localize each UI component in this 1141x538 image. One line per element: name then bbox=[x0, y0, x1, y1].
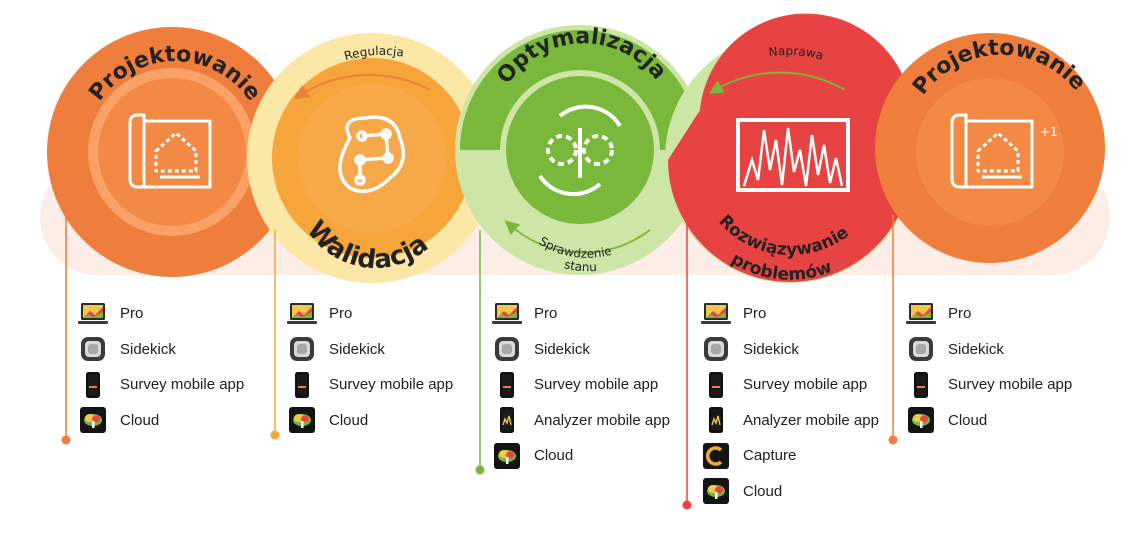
connector-1 bbox=[61, 150, 71, 445]
svg-text:stanu: stanu bbox=[563, 257, 597, 274]
tool-item: Sidekick bbox=[78, 332, 244, 368]
tool-label: Survey mobile app bbox=[743, 376, 868, 394]
spectrum-icon bbox=[736, 118, 850, 192]
floorplan-icon bbox=[950, 113, 1034, 189]
tool-label: Cloud bbox=[329, 411, 369, 429]
laptop-icon bbox=[906, 301, 936, 327]
tool-label: Sidekick bbox=[534, 340, 590, 358]
cloud-icon bbox=[906, 407, 936, 434]
laptop-icon bbox=[492, 301, 522, 327]
connector-4 bbox=[682, 210, 692, 510]
tool-item: Sidekick bbox=[492, 332, 670, 368]
capture-icon bbox=[701, 442, 731, 469]
tool-label: Cloud bbox=[120, 411, 160, 429]
phone-analyzer-icon bbox=[492, 407, 522, 434]
phone-icon bbox=[906, 371, 936, 398]
tool-label: Pro bbox=[329, 305, 353, 323]
regulacja-arrow bbox=[293, 74, 431, 99]
gears-icon bbox=[538, 104, 622, 197]
tool-label: Sidekick bbox=[329, 340, 385, 358]
sidekick-device-icon bbox=[78, 336, 108, 362]
tool-item: Cloud bbox=[78, 403, 244, 439]
stage-badge: +1 bbox=[1040, 125, 1058, 139]
sprawdzenie-arrow bbox=[504, 220, 651, 254]
tool-item: Cloud bbox=[701, 474, 879, 510]
tool-item: Cloud bbox=[492, 438, 670, 474]
tool-label: Pro bbox=[120, 305, 144, 323]
tool-item: Survey mobile app bbox=[287, 367, 453, 403]
tool-item: Cloud bbox=[906, 403, 1072, 439]
cloud-icon bbox=[287, 407, 317, 434]
cloud-icon bbox=[701, 478, 731, 505]
tool-label: Survey mobile app bbox=[120, 376, 245, 394]
sidekick-device-icon bbox=[287, 336, 317, 362]
laptop-icon bbox=[78, 301, 108, 327]
sidekick-device-icon bbox=[492, 336, 522, 362]
phone-analyzer-icon bbox=[701, 407, 731, 434]
tool-item: Pro bbox=[287, 296, 453, 332]
connector-5 bbox=[888, 215, 898, 445]
tool-label: Analyzer mobile app bbox=[743, 411, 879, 429]
laptop-icon bbox=[701, 301, 731, 327]
tool-item: Pro bbox=[78, 296, 244, 332]
sidekick-device-icon bbox=[906, 336, 936, 362]
tool-label: Sidekick bbox=[743, 340, 799, 358]
connector-3 bbox=[475, 230, 485, 475]
tool-label: Capture bbox=[743, 447, 797, 465]
tool-item: Survey mobile app bbox=[906, 367, 1072, 403]
phone-icon bbox=[287, 371, 317, 398]
svg-text:Naprawa: Naprawa bbox=[768, 44, 825, 63]
phone-icon bbox=[78, 371, 108, 398]
arc-label-naprawa: Naprawa bbox=[768, 44, 825, 63]
naprawa-arrow bbox=[708, 71, 846, 94]
tool-item: Pro bbox=[492, 296, 670, 332]
stage-projektowanie-2 bbox=[875, 33, 1105, 263]
sidekick-device-icon bbox=[701, 336, 731, 362]
validation-path-icon bbox=[338, 115, 406, 194]
cloud-icon bbox=[492, 442, 522, 469]
tool-label: Survey mobile app bbox=[948, 376, 1073, 394]
tool-label: Sidekick bbox=[948, 340, 1004, 358]
phone-icon bbox=[492, 371, 522, 398]
tool-label: Analyzer mobile app bbox=[534, 411, 670, 429]
tool-item: Survey mobile app bbox=[78, 367, 244, 403]
tool-item: Sidekick bbox=[701, 332, 879, 368]
tool-label: Cloud bbox=[948, 411, 988, 429]
arc-label-stanu: stanu bbox=[563, 257, 597, 274]
cloud-icon bbox=[78, 407, 108, 434]
tool-item: Survey mobile app bbox=[701, 367, 879, 403]
tool-label: Pro bbox=[743, 305, 767, 323]
tool-item: Pro bbox=[701, 296, 879, 332]
tool-label: Cloud bbox=[743, 482, 783, 500]
floorplan-icon bbox=[128, 113, 212, 189]
tool-item: Cloud bbox=[287, 403, 453, 439]
tool-item: Pro bbox=[906, 296, 1072, 332]
tool-label: Pro bbox=[534, 305, 558, 323]
connector-2 bbox=[270, 230, 280, 440]
tool-label: Survey mobile app bbox=[534, 376, 659, 394]
tool-item: Survey mobile app bbox=[492, 367, 670, 403]
tool-label: Cloud bbox=[534, 447, 574, 465]
tool-item: Sidekick bbox=[287, 332, 453, 368]
phone-icon bbox=[701, 371, 731, 398]
tool-item: Sidekick bbox=[906, 332, 1072, 368]
tool-item: Analyzer mobile app bbox=[701, 403, 879, 439]
tool-label: Sidekick bbox=[120, 340, 176, 358]
laptop-icon bbox=[287, 301, 317, 327]
tool-item: Analyzer mobile app bbox=[492, 403, 670, 439]
tool-label: Pro bbox=[948, 305, 972, 323]
tool-item: Capture bbox=[701, 438, 879, 474]
tool-label: Survey mobile app bbox=[329, 376, 454, 394]
